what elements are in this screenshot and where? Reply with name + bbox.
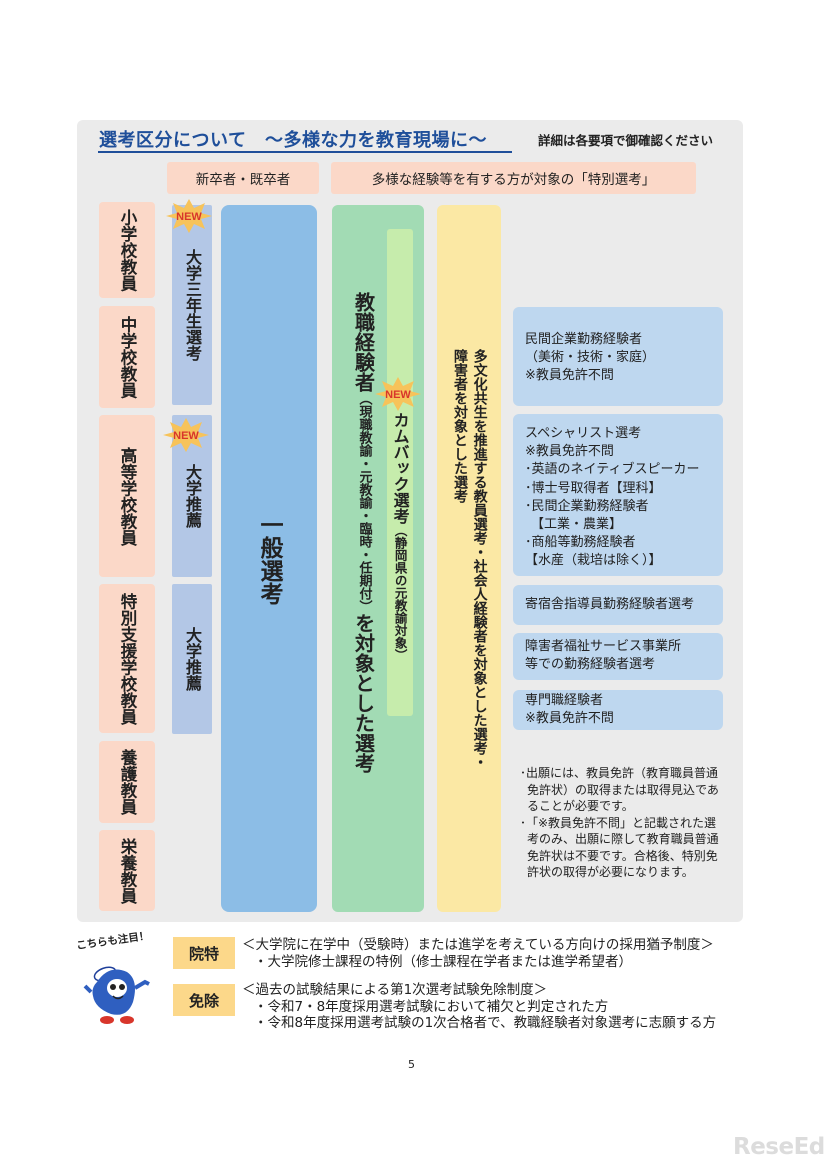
multicultural-label: 多文化共生を推進する教員選考・社会人経験者を対象とした選考・障害者を対象とした選… bbox=[452, 348, 488, 769]
comeback-text: カムバック選考（静岡県の元教諭対象） bbox=[384, 412, 416, 712]
school-type-nursing: 養護教員 bbox=[99, 741, 155, 823]
new-badge-text: NEW bbox=[173, 430, 199, 442]
new-badge-text: NEW bbox=[385, 389, 411, 401]
intoku-tag: 院特 bbox=[173, 937, 235, 969]
school-type-label: 特別支援学校教員 bbox=[118, 592, 137, 725]
school-type-special-support: 特別支援学校教員 bbox=[99, 584, 155, 733]
new-badge-recommendation: NEW bbox=[162, 417, 210, 453]
intoku-row: 院特 ＜大学院に在学中（受験時）または進学を考えている方向けの採用猶予制度＞ ・… bbox=[173, 937, 714, 970]
specialist-box: スペシャリスト選考 ※教員免許不問 ･英語のネイティブスピーカー ･博士号取得者… bbox=[513, 414, 723, 576]
school-type-nutrition: 栄養教員 bbox=[99, 830, 155, 911]
school-type-elementary: 小学校教員 bbox=[99, 202, 155, 298]
private-company-box: 民間企業勤務経験者 （美術・技術・家庭） ※教員免許不問 bbox=[513, 307, 723, 406]
footer-line: ＜大学院に在学中（受験時）または進学を考えている方向けの採用猶予制度＞ bbox=[242, 937, 714, 953]
dorm-instructor-box: 寄宿舎指導員勤務経験者選考 bbox=[513, 585, 723, 625]
note-line: 免許状は不要です。合格後、特別免 bbox=[527, 848, 718, 863]
box-line: 民間企業勤務経験者 bbox=[525, 332, 643, 347]
header-special: 多様な経験等を有する方が対象の「特別選考」 bbox=[331, 162, 696, 194]
school-type-high: 高等学校教員 bbox=[99, 415, 155, 577]
box-line: ･博士号取得者【理科】 bbox=[525, 480, 662, 496]
box-line: 障害者福祉サービス事業所 bbox=[525, 639, 682, 654]
experienced-teacher-text: 教職経験者（現職教諭・元教諭・臨時・任期付）を対象とした選考 bbox=[345, 292, 383, 832]
comeback-label: カムバック選考（静岡県の元教諭対象） bbox=[390, 412, 410, 662]
university-label: 大学推薦 bbox=[183, 627, 202, 691]
university-label: 大学推薦 bbox=[183, 464, 202, 528]
school-type-label: 中学校教員 bbox=[118, 315, 137, 399]
box-line: 【水産（栽培は除く）】 bbox=[525, 553, 662, 569]
school-type-label: 養護教員 bbox=[118, 749, 137, 815]
box-line: ･民間企業勤務経験者 bbox=[525, 498, 649, 514]
box-line: （美術・技術・家庭） bbox=[525, 350, 656, 366]
menjo-tag: 免除 bbox=[173, 984, 235, 1016]
title-underline bbox=[98, 151, 512, 153]
detail-note: 詳細は各要項で御確認ください bbox=[538, 133, 714, 148]
box-line: ･英語のネイティブスピーカー bbox=[525, 462, 700, 478]
welfare-service-box: 障害者福祉サービス事業所 等での勤務経験者選考 bbox=[513, 633, 723, 680]
professional-box: 専門職経験者 ※教員免許不問 bbox=[513, 690, 723, 730]
menjo-row: 免除 ＜過去の試験結果による第1次選考試験免除制度＞ ・令和7・8年度採用選考試… bbox=[173, 982, 716, 1032]
box-line: 専門職経験者 bbox=[525, 693, 604, 708]
school-type-label: 小学校教員 bbox=[118, 208, 137, 292]
box-line: スペシャリスト選考 bbox=[525, 426, 642, 441]
box-line: 寄宿舎指導員勤務経験者選考 bbox=[525, 597, 695, 612]
attention-label: こちらも注目！ bbox=[75, 929, 151, 953]
box-line: 【工業・農業】 bbox=[531, 517, 623, 533]
box-line: ･商船等勤務経験者 bbox=[525, 535, 636, 551]
menjo-lines: ＜過去の試験結果による第1次選考試験免除制度＞ ・令和7・8年度採用選考試験にお… bbox=[242, 982, 716, 1032]
note-line: 考のみ、出願に際して教育職員普通 bbox=[527, 832, 719, 846]
comeback-selection bbox=[387, 229, 413, 716]
resed-logo: ReseEd bbox=[733, 1134, 825, 1160]
university-recommendation-special: 大学推薦 bbox=[172, 584, 212, 734]
footer-line: ・令和7・8年度採用選考試験において補欠と判定された方 bbox=[254, 998, 609, 1015]
general-selection: 一般選考 bbox=[221, 205, 317, 912]
mascot-illustration bbox=[83, 952, 163, 1028]
note-line: 許状の取得が必要になります。 bbox=[527, 865, 694, 879]
new-badge-comeback: NEW bbox=[374, 376, 422, 412]
experienced-teacher-label: 教職経験者（現職教諭・元教諭・臨時・任期付）を対象とした選考 bbox=[351, 292, 376, 773]
university-label: 大学三年生選考 bbox=[183, 249, 202, 361]
multicultural-selection: 多文化共生を推進する教員選考・社会人経験者を対象とした選考・障害者を対象とした選… bbox=[437, 205, 501, 912]
footer-line: ・大学院修士課程の特例（修士課程在学者または進学希望者） bbox=[254, 953, 632, 970]
footer-line: ＜過去の試験結果による第1次選考試験免除制度＞ bbox=[242, 982, 548, 998]
note-line: ることが必要です。 bbox=[527, 799, 634, 813]
header-new-grad: 新卒者・既卒者 bbox=[167, 162, 319, 194]
page-title: 選考区分について 〜多様な力を教育現場に〜 bbox=[99, 130, 487, 151]
note-line: ･出願には、教員免許（教育職員普通 bbox=[520, 766, 719, 780]
box-line: 等での勤務経験者選考 bbox=[525, 657, 656, 673]
box-line: ※教員免許不問 bbox=[525, 444, 614, 460]
page-number: 5 bbox=[408, 1058, 415, 1071]
note-line: 免許状）の取得または取得見込であ bbox=[527, 782, 719, 797]
school-type-junior-high: 中学校教員 bbox=[99, 306, 155, 408]
note-line: ･「※教員免許不問」と記載された選 bbox=[520, 815, 717, 830]
box-line: ※教員免許不問 bbox=[525, 711, 614, 727]
footer-line: ・令和8年度採用選考試験の1次合格者で、教職経験者対象選考に志願する方 bbox=[254, 1015, 717, 1031]
new-badge-third-year: NEW bbox=[165, 198, 213, 234]
school-type-label: 栄養教員 bbox=[118, 837, 137, 904]
new-badge-text: NEW bbox=[176, 211, 202, 223]
intoku-lines: ＜大学院に在学中（受験時）または進学を考えている方向けの採用猶予制度＞ ・大学院… bbox=[242, 937, 714, 970]
school-type-label: 高等学校教員 bbox=[118, 446, 137, 546]
general-selection-label: 一般選考 bbox=[256, 512, 282, 605]
box-line: ※教員免許不問 bbox=[525, 368, 614, 384]
university-third-year-selection: 大学三年生選考 bbox=[172, 205, 212, 405]
license-notes: ･出願には、教員免許（教育職員普通 免許状）の取得または取得見込であ ることが必… bbox=[520, 765, 742, 881]
